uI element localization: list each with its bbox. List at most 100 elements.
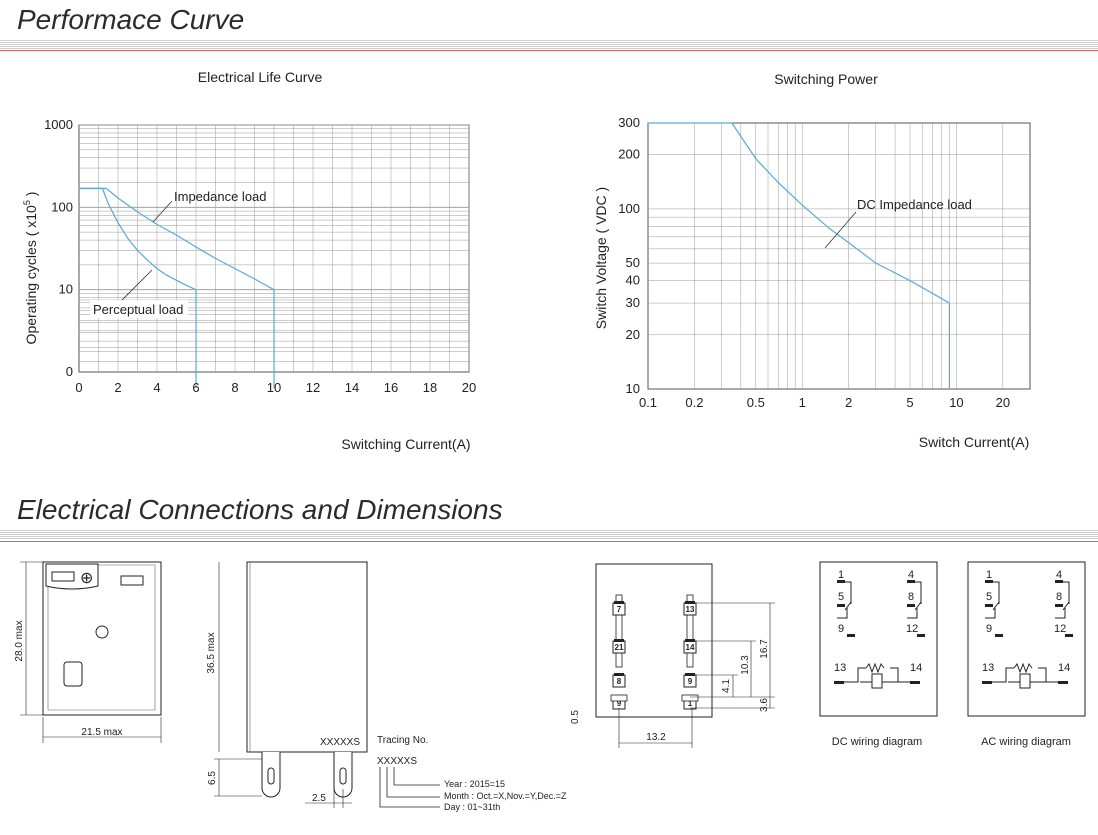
- coil-wire: [986, 667, 1066, 683]
- tracing-code: XXXXXS: [377, 756, 417, 767]
- section-rule: [0, 40, 1098, 49]
- pin-cap: [685, 639, 695, 642]
- pin-length-dimension: 6.5: [207, 771, 218, 785]
- x-tick-label: 18: [423, 380, 437, 395]
- series-line-dc-impedance: [648, 122, 950, 389]
- coil-icon: [871, 673, 883, 689]
- side-view: XXXXXS 36.5 max 6.5 2.5: [206, 561, 368, 808]
- terminal-pad: [982, 681, 992, 684]
- connections-section-title: Electrical Connections and Dimensions: [17, 494, 503, 525]
- section-rule-red: [0, 541, 1098, 542]
- x-tick-label: 0: [75, 380, 82, 395]
- terminal-label: 1: [986, 569, 992, 581]
- y-tick-label: 100: [51, 199, 73, 214]
- tracing-month: Month : Oct.=X,Nov.=Y,Dec.=Z: [444, 791, 567, 801]
- terminal-pad: [907, 604, 915, 607]
- tracing-leader: [379, 767, 440, 808]
- dimension-drawings: ⊕ 28.0 max 21.5 max XXXXXS 36.5 max 6.5 …: [14, 561, 1086, 812]
- terminal-pad: [1058, 681, 1068, 684]
- terminal-label: 4: [908, 569, 914, 581]
- dc-wiring-label: DC wiring diagram: [832, 736, 922, 748]
- tab-slot: [51, 571, 75, 582]
- resistor-icon: [865, 662, 885, 674]
- terminal-pad: [985, 580, 993, 583]
- pin-cap: [685, 601, 695, 604]
- terminal-pad: [1055, 580, 1063, 583]
- pin-number: 9: [617, 699, 622, 708]
- pin-base: [681, 694, 699, 702]
- pcb-h3-dimension: 4.1: [721, 679, 732, 693]
- terminal-label: 1: [838, 569, 844, 581]
- pin-rail: [615, 594, 623, 668]
- x-tick-label: 5: [906, 395, 913, 410]
- hole-icon: [95, 625, 109, 639]
- x-tick-label: 2: [114, 380, 121, 395]
- terminal-pad: [847, 634, 855, 637]
- x-tick-label: 0.1: [639, 395, 657, 410]
- pin-number: 14: [686, 643, 695, 652]
- side-mark: XXXXXS: [320, 737, 360, 748]
- y-tick-label: 30: [626, 295, 640, 310]
- x-axis-label: Switching Current(A): [341, 436, 470, 452]
- dc-impedance-load-label: DC Impedance load: [857, 197, 972, 212]
- y-tick-label: 40: [626, 273, 640, 288]
- terminal-label: 13: [982, 662, 994, 674]
- terminal-pad: [985, 604, 993, 607]
- y-axis-label: Operating cycles ( x105 ): [22, 192, 39, 345]
- relay-body-side: [246, 561, 368, 753]
- chart-grid: [647, 122, 1031, 390]
- pin-cap: [614, 639, 624, 642]
- pin-rail: [686, 594, 694, 668]
- terminal-pad: [1065, 634, 1073, 637]
- pad-icon: [63, 661, 83, 687]
- y-tick-label: 10: [626, 381, 640, 396]
- y-tick-label: 10: [59, 282, 73, 297]
- terminal-label: 5: [838, 591, 844, 603]
- x-tick-label: 10: [949, 395, 963, 410]
- ac-wiring-label: AC wiring diagram: [981, 736, 1071, 748]
- tracing-year: Year : 2015=15: [444, 779, 505, 789]
- pin-pitch-dimension: 2.5: [312, 793, 326, 804]
- pin-base: [610, 694, 628, 702]
- side-height-dimension: 36.5 max: [206, 632, 217, 673]
- terminal-pad: [837, 604, 845, 607]
- chart-series-group: [648, 122, 950, 389]
- x-tick-label: 10: [267, 380, 281, 395]
- plus-icon: ⊕: [80, 570, 93, 587]
- resistor-icon: [1013, 662, 1033, 674]
- pcb-h1-dimension: 16.7: [759, 639, 770, 659]
- section-rule: [0, 530, 1098, 539]
- pin-slot: [267, 767, 275, 785]
- terminal-label: 8: [1056, 591, 1062, 603]
- annotation-backdrop: [90, 300, 188, 318]
- y-tick-label: 100: [618, 201, 640, 216]
- x-axis-label: Switch Current(A): [919, 434, 1029, 450]
- pin-cap: [614, 673, 624, 676]
- x-tick-label: 8: [231, 380, 238, 395]
- annotation-leader: [824, 211, 857, 249]
- series-line-impedance: [79, 187, 275, 388]
- terminal-label: 9: [986, 623, 992, 635]
- x-tick-label: 4: [153, 380, 160, 395]
- plot-frame: [647, 122, 1031, 390]
- x-tick-label: 20: [462, 380, 476, 395]
- tracing-day: Day : 01~31th: [444, 802, 500, 812]
- pin-number: 21: [615, 643, 624, 652]
- coil-wire: [838, 667, 918, 683]
- annotation-leader: [152, 200, 173, 223]
- terminal-label: 14: [1058, 662, 1070, 674]
- x-tick-label: 20: [996, 395, 1010, 410]
- x-tick-label: 16: [384, 380, 398, 395]
- x-tick-label: 1: [799, 395, 806, 410]
- front-view: ⊕ 28.0 max 21.5 max: [14, 561, 162, 743]
- front-height-dimension: 28.0 max: [14, 620, 25, 661]
- terminal-pad: [995, 634, 1003, 637]
